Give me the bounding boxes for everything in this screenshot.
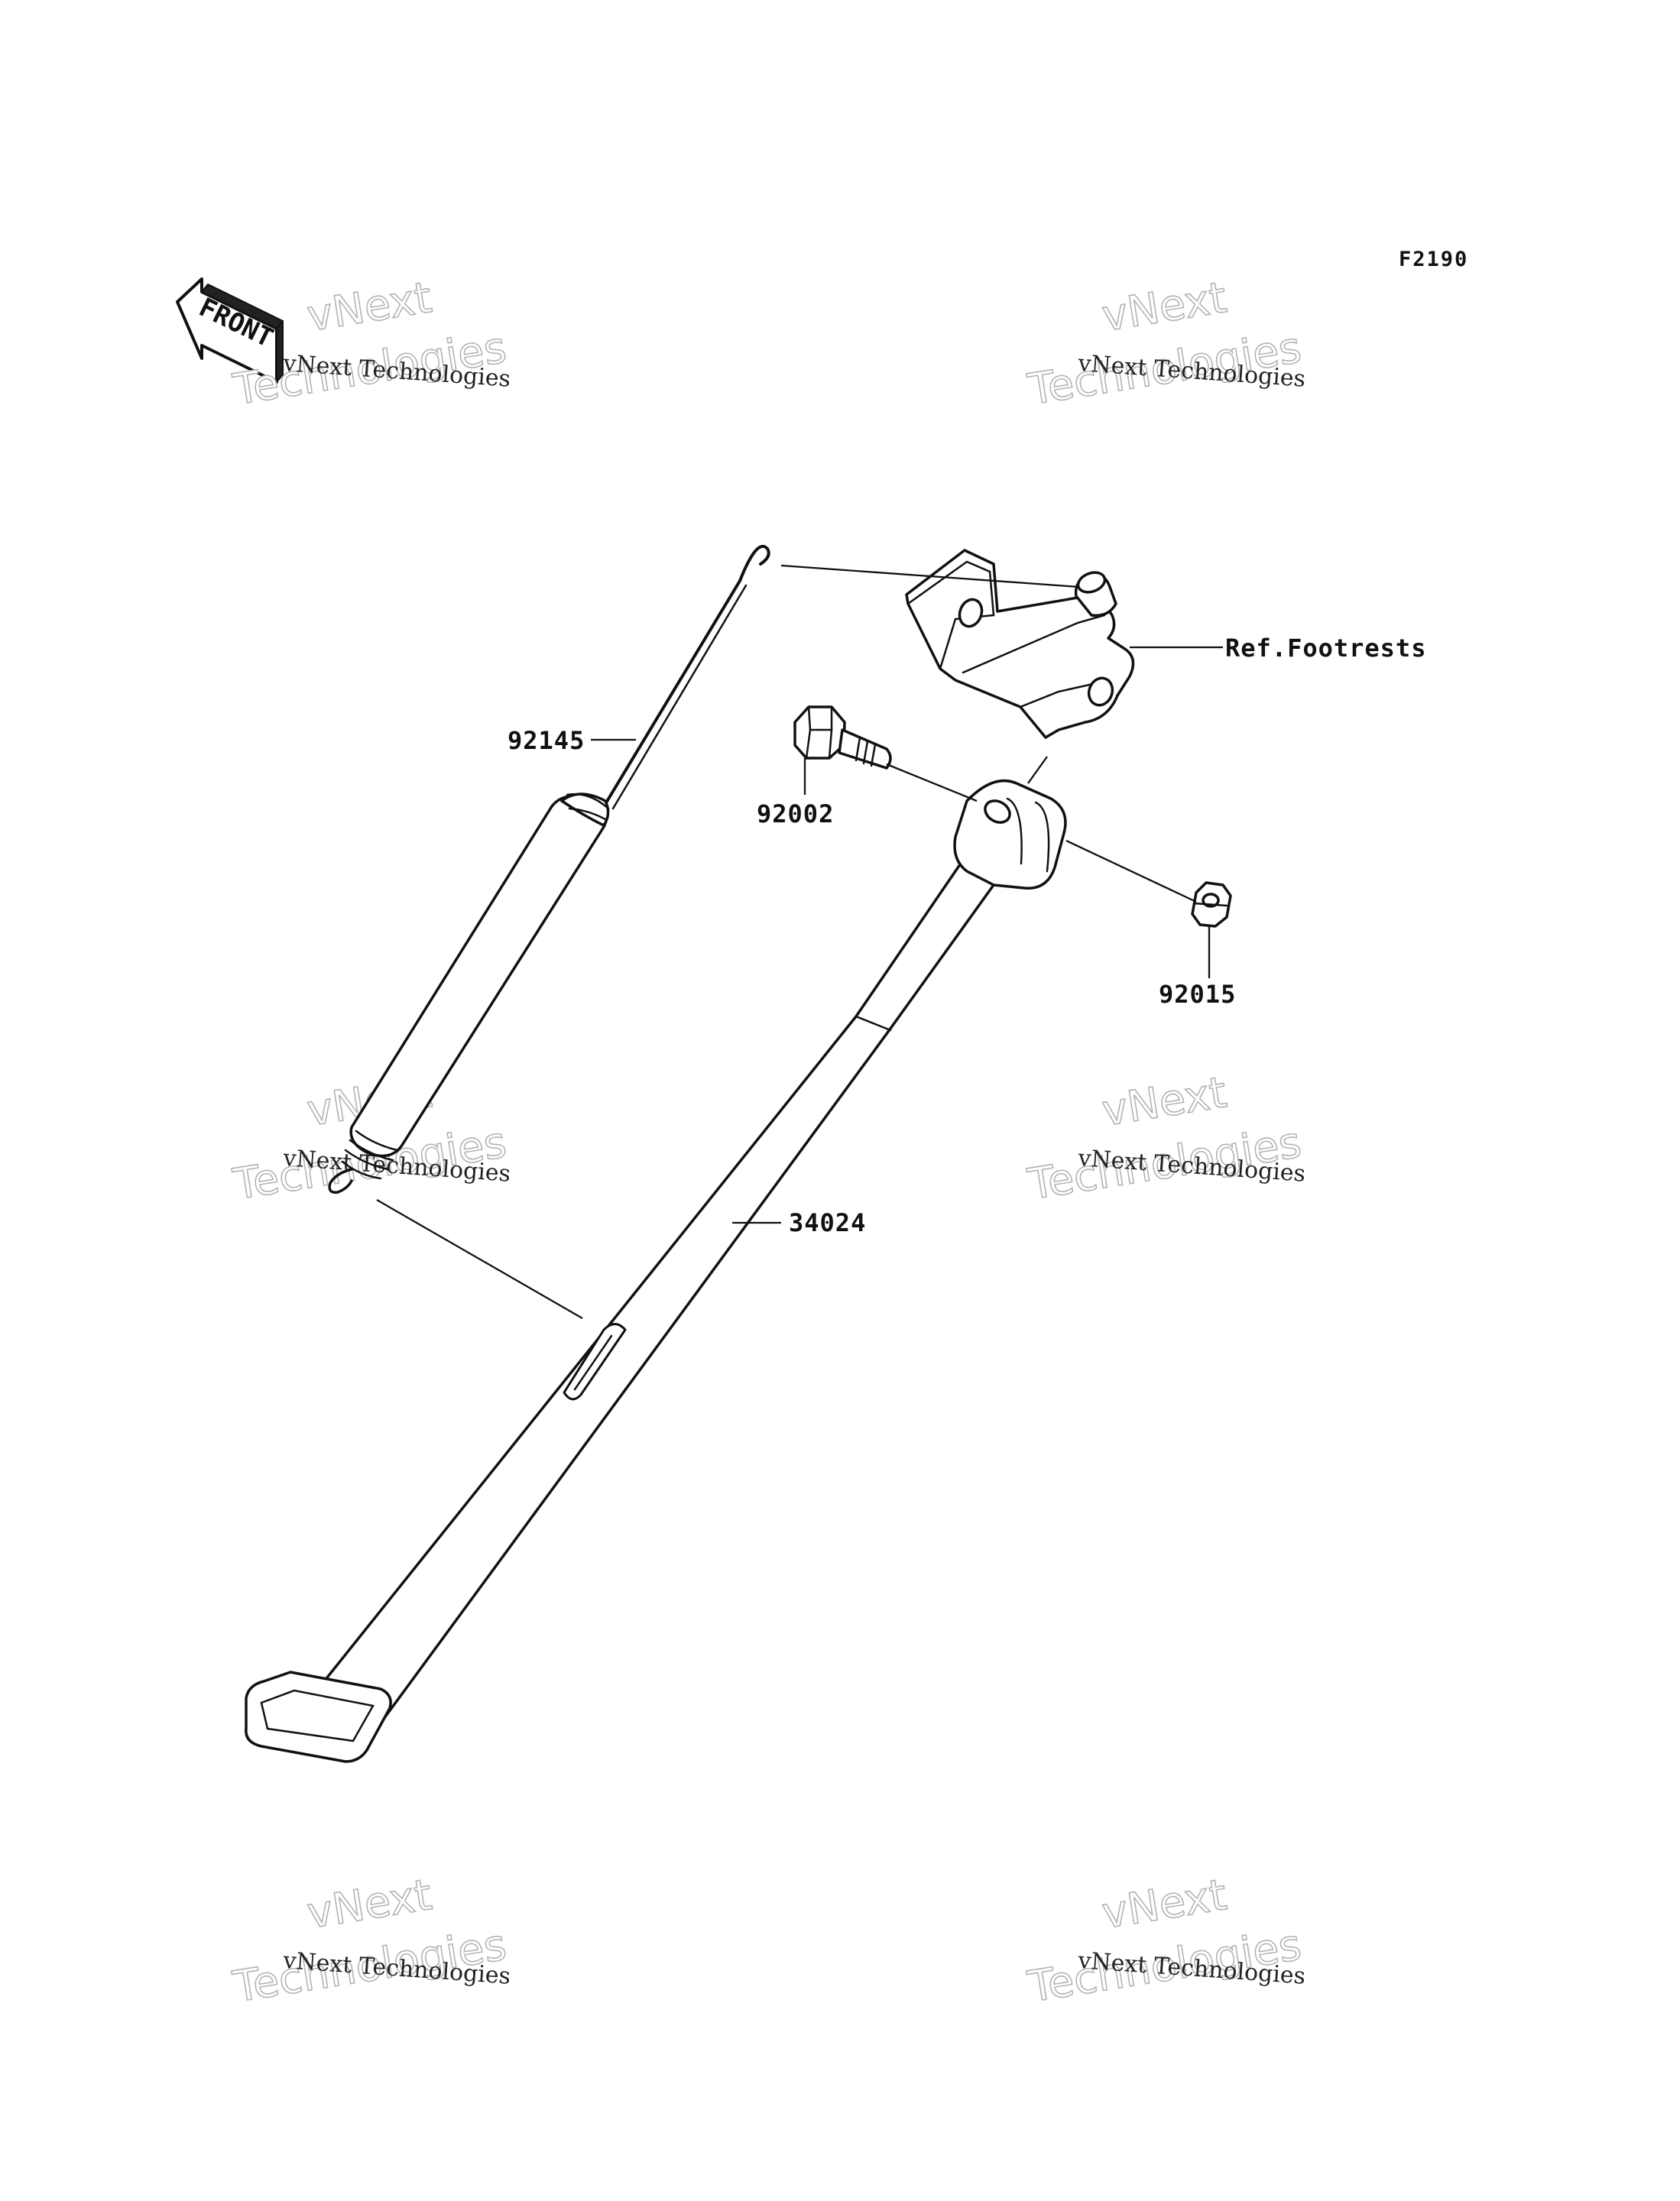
watermark: vNext Technologies xyxy=(1024,272,1305,416)
diagram-code: F2190 xyxy=(1399,248,1468,271)
svg-text:vNext: vNext xyxy=(304,273,436,342)
watermark: vNext Technologies xyxy=(1024,1869,1305,2013)
bolt-92002 xyxy=(793,705,892,770)
part-label-92002: 92002 xyxy=(757,799,834,828)
ref-footrests-label: Ref.Footrests xyxy=(1225,634,1426,663)
leader-lines xyxy=(376,564,1223,1319)
watermark: vNext Technologies xyxy=(229,1869,511,2013)
svg-text:vNext: vNext xyxy=(1099,1068,1231,1136)
svg-text:vNext: vNext xyxy=(1099,1870,1231,1939)
footrest-bracket xyxy=(905,549,1135,739)
nut-92015 xyxy=(1191,881,1232,928)
side-stand-34024 xyxy=(245,779,1067,1763)
part-label-34024: 34024 xyxy=(789,1208,866,1237)
svg-text:vNext: vNext xyxy=(1099,273,1231,342)
part-label-92015: 92015 xyxy=(1159,980,1236,1009)
watermark: vNext Technologies xyxy=(1024,1067,1305,1211)
spring-92145 xyxy=(328,545,770,1194)
svg-text:vNext: vNext xyxy=(304,1870,436,1939)
part-label-92145: 92145 xyxy=(508,726,585,755)
